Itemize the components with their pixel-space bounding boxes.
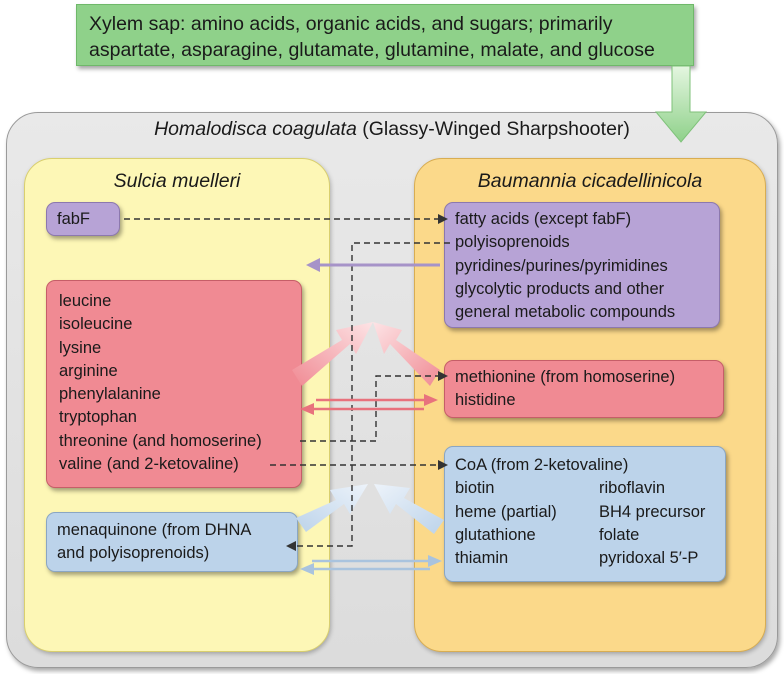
list-item: pyridoxal 5′-P — [599, 549, 699, 568]
sulcia-to-center-blue-arrow — [296, 484, 368, 532]
fabf-label: fabF — [57, 210, 91, 228]
list-item: and polyisoprenoids) — [57, 544, 210, 563]
blue-exchange-arrowhead-left — [300, 563, 314, 575]
list-item: polyisoprenoids — [455, 233, 570, 252]
list-item: general metabolic compounds — [455, 303, 676, 322]
baumannia-cofactor-box: CoA (from 2-ketovaline) biotin heme (par… — [444, 446, 726, 582]
host-common-name: (Glassy-Winged Sharpshooter) — [356, 118, 630, 140]
list-item: isoleucine — [59, 315, 133, 334]
list-item: pyridines/purines/pyrimidines — [455, 256, 668, 275]
host-title: Homalodisca coagulata (Glassy-Winged Sha… — [0, 118, 784, 141]
list-item: glutathione — [455, 525, 536, 544]
list-item: tryptophan — [59, 408, 137, 427]
baumannia-to-center-red-arrow — [373, 322, 440, 386]
list-item: menaquinone (from DHNA — [57, 521, 252, 539]
list-item: leucine — [59, 292, 112, 310]
list-item: BH4 precursor — [599, 502, 706, 521]
red-exchange-arrowhead-left — [300, 403, 314, 415]
methionine-dashed-arrowhead — [438, 371, 448, 381]
xylem-sap-line-2: aspartate, asparagine, glutamate, glutam… — [89, 39, 655, 61]
list-item: histidine — [455, 391, 516, 410]
sulcia-quinone-box: menaquinone (from DHNA and polyisoprenoi… — [46, 512, 298, 572]
coa-dashed-arrowhead — [438, 460, 448, 470]
list-item: lysine — [59, 338, 102, 357]
sulcia-to-center-red-arrow — [292, 322, 373, 386]
list-item: arginine — [59, 361, 118, 380]
blue-exchange-arrowhead-right — [428, 555, 442, 567]
fabf-dashed-arrowhead — [438, 214, 448, 224]
host-species-name: Homalodisca coagulata — [154, 118, 357, 140]
baumannia-metabolic-box: fatty acids (except fabF) polyisoprenoid… — [444, 202, 720, 328]
list-item: methionine (from homoserine) — [455, 368, 676, 386]
list-item: thiamin — [455, 549, 509, 568]
list-item: heme (partial) — [455, 502, 557, 521]
baumannia-to-center-blue-arrow — [374, 484, 444, 534]
xylem-sap-line-1: Xylem sap: amino acids, organic acids, a… — [89, 13, 613, 35]
list-item: valine (and 2-ketovaline) — [59, 455, 239, 474]
menaquinone-dashed-arrowhead — [286, 541, 296, 551]
sulcia-fabf-box: fabF — [46, 202, 120, 236]
list-item: fatty acids (except fabF) — [455, 210, 632, 228]
xylem-sap-box: Xylem sap: amino acids, organic acids, a… — [76, 4, 694, 66]
list-item: phenylalanine — [59, 385, 161, 404]
list-item: CoA (from 2-ketovaline) — [455, 456, 629, 474]
list-item: biotin — [455, 479, 495, 498]
list-item: riboflavin — [599, 479, 666, 498]
list-item: threonine (and homoserine) — [59, 431, 262, 450]
purple-transfer-arrowhead — [306, 258, 320, 272]
homoserine-dashed-connector — [300, 375, 440, 442]
baumannia-title: Baumannia cicadellinicola — [477, 170, 703, 192]
polyisoprenoid-dashed-connector — [294, 242, 450, 547]
baumannia-amino-acid-box: methionine (from homoserine) histidine — [444, 360, 724, 418]
sulcia-amino-acid-box: leucine isoleucine lysine arginine pheny… — [46, 280, 302, 488]
red-exchange-arrowhead-right — [424, 394, 438, 406]
list-item: folate — [599, 525, 640, 544]
sulcia-title: Sulcia muelleri — [113, 170, 241, 192]
xylem-inflow-arrow — [654, 65, 708, 143]
list-item: glycolytic products and other — [455, 279, 665, 298]
